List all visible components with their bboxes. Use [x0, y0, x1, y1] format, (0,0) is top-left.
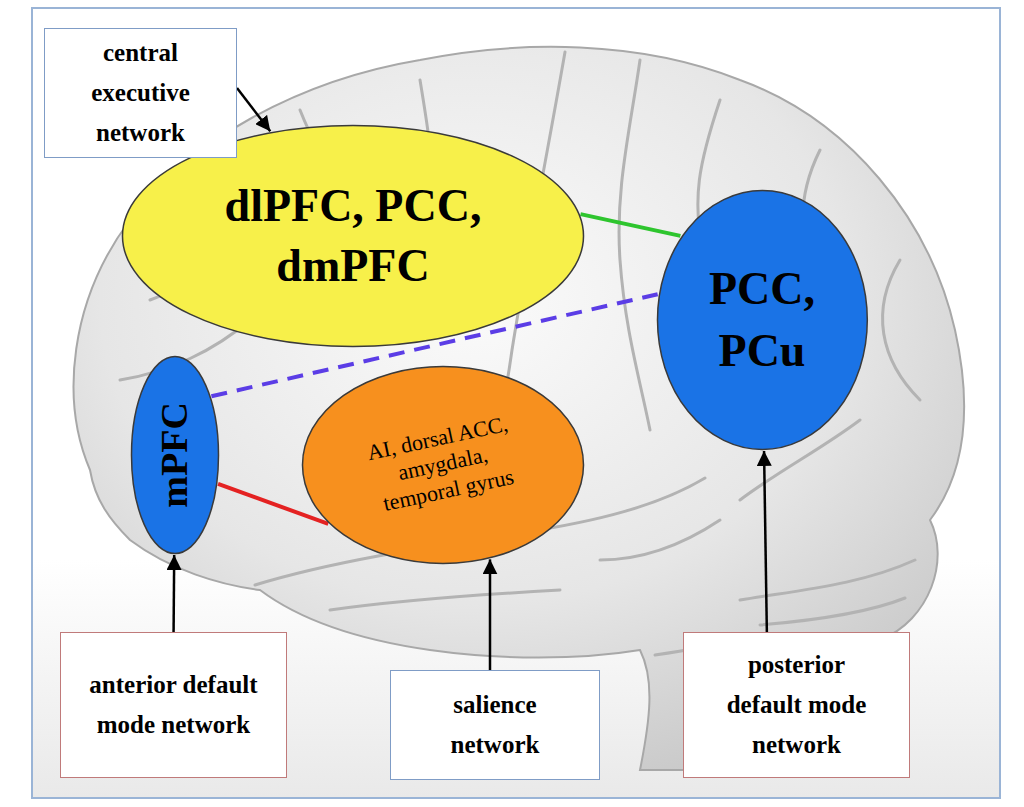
ellipse-fill: [123, 126, 584, 347]
pointer-arrow: [764, 451, 767, 632]
ellipse-outline: [121, 124, 585, 348]
network-label-box: posterior default mode network: [683, 632, 910, 778]
network-label-box: anterior default mode network: [60, 632, 287, 778]
ellipse-fill: [132, 357, 219, 554]
pointer-arrow: [237, 88, 270, 131]
network-label-box: salience network: [390, 670, 600, 780]
sulcus: [619, 60, 650, 430]
region-name: mPFC: [154, 402, 196, 508]
ellipse-fill: [657, 191, 867, 450]
cerebellum-fold: [760, 598, 905, 625]
network-name: anterior default mode network: [89, 665, 259, 745]
pointer-arrow: [489, 559, 492, 670]
ellipse-outline: [656, 189, 869, 451]
ellipse-fill: [303, 367, 584, 564]
pointer-arrow: [172, 555, 175, 632]
connection-line: [581, 214, 681, 236]
region-ellipse: dlPFC, PCC, dmPFC: [121, 124, 585, 348]
sulcus: [600, 520, 720, 560]
region-list: PCC, PCu: [692, 258, 832, 382]
network-name: salience network: [410, 685, 580, 765]
region-ellipse: AI, dorsal ACC, amygdala, temporal gyrus: [301, 365, 585, 565]
region-list: dlPFC, PCC, dmPFC: [203, 176, 503, 296]
sulcus: [330, 590, 560, 610]
network-name: posterior default mode network: [712, 645, 882, 765]
region-ellipse: PCC, PCu: [656, 189, 869, 451]
region-ellipse: mPFC: [130, 355, 220, 555]
frame: [32, 8, 1000, 798]
network-name: central executive network: [56, 33, 226, 153]
sulcus: [883, 260, 920, 400]
brain-sulci: [120, 52, 920, 655]
network-label-box: central executive network: [44, 28, 237, 158]
